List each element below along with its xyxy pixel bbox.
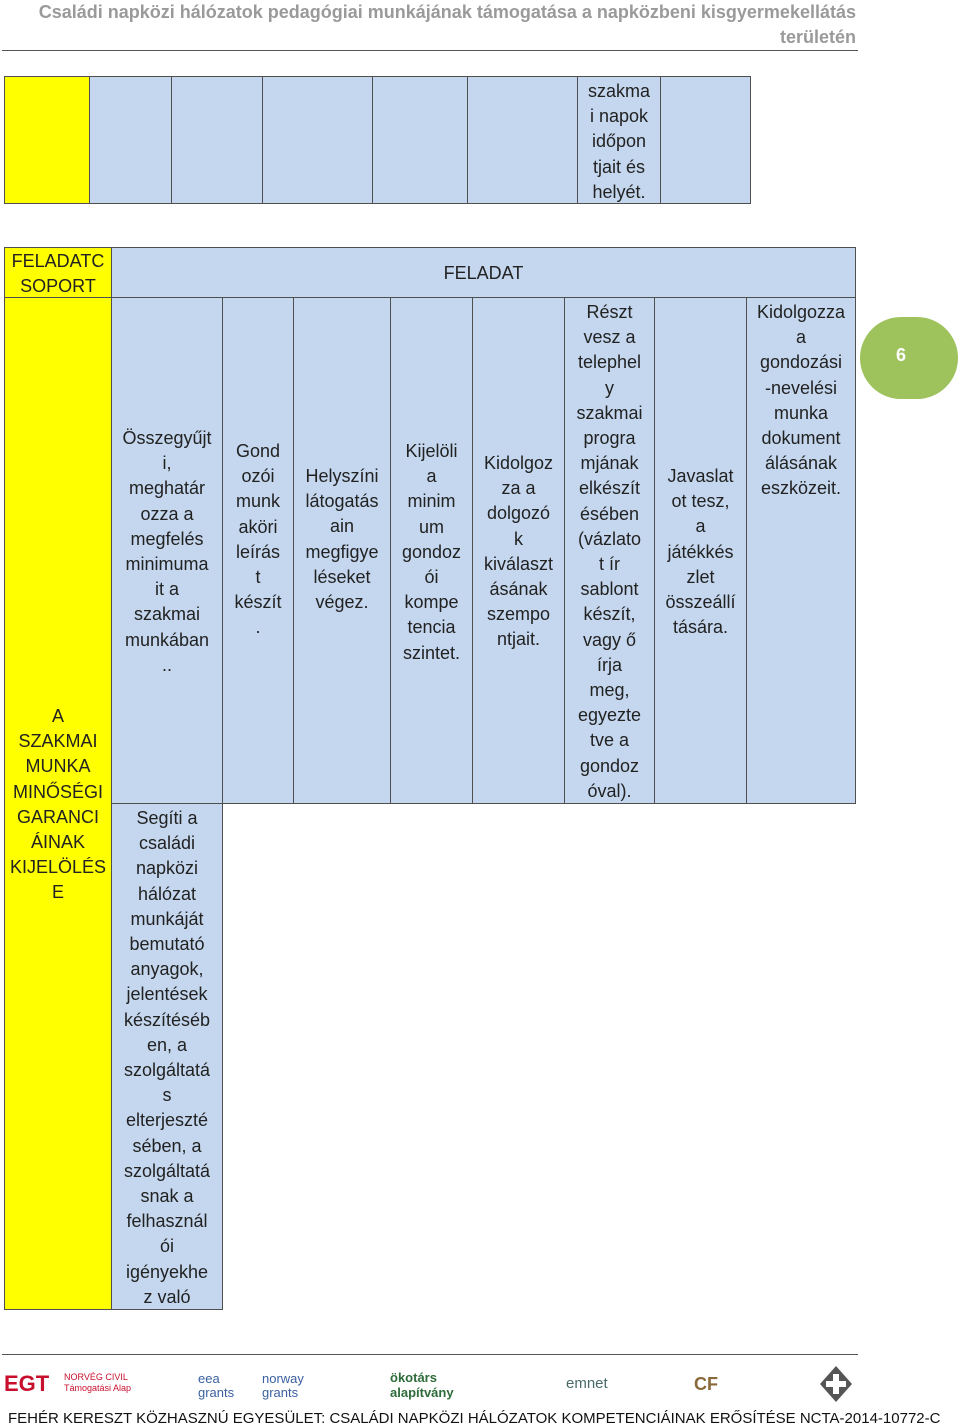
top-cell-5 <box>372 76 468 204</box>
top-cell-7: szakma i napok időpon tjait és helyét. <box>577 76 661 204</box>
footer-text: FEHÉR KERESZT KÖZHASZNÚ EGYESÜLET: CSALÁ… <box>8 1410 941 1427</box>
task-header: FELADAT <box>111 247 856 298</box>
task-cell-5: Kidolgoz za a dolgozó k kiválaszt ásának… <box>472 297 565 804</box>
task-cell-1: Összegyűjt i, meghatár ozza a megfelés m… <box>111 297 223 804</box>
group-header: FELADATC SOPORT <box>4 247 112 298</box>
norway-grants-logo: norway grants <box>262 1371 304 1400</box>
top-cell-2 <box>89 76 172 204</box>
okotars-logo: ökotárs alapítvány <box>390 1370 454 1400</box>
eea-grants-logo: eea grants <box>198 1371 235 1400</box>
task-cell-8: Kidolgozza a gondozási -nevelési munka d… <box>746 297 856 804</box>
norveg-civil-logo: NORVÉG CIVIL Támogatási Alap <box>64 1372 132 1393</box>
task-cell-7: Javaslat ot tesz, a játékkés zlet összeá… <box>654 297 747 804</box>
top-cell-3 <box>171 76 263 204</box>
top-cell-8 <box>660 76 751 204</box>
page-number-badge: 6 <box>860 317 958 399</box>
egt-logo: EGT <box>4 1371 50 1396</box>
top-cell-4 <box>262 76 373 204</box>
top-cell-6 <box>467 76 578 204</box>
footer-divider <box>2 1354 858 1355</box>
cross-emblem-icon <box>818 1364 854 1404</box>
task-cell-2: Gond ozói munk aköri leírás t készít . <box>222 297 294 804</box>
header-title: Családi napközi hálózatok pedagógiai mun… <box>38 2 856 47</box>
task-cell-6: Részt vesz a telephel y szakmai progra m… <box>564 297 655 804</box>
cf-logo: CF <box>694 1374 718 1394</box>
emnet-logo: emnet <box>566 1375 608 1392</box>
task-cell-3: Helyszíni látogatás ain megfigye léseket… <box>293 297 391 804</box>
top-cell-1 <box>4 76 90 204</box>
task-cell-1b: Segíti a családi napközi hálózat munkájá… <box>111 803 223 1310</box>
header-divider <box>2 50 858 51</box>
task-cell-4: Kijelöli a minim um gondoz ói kompe tenc… <box>390 297 473 804</box>
group-label: A SZAKMAI MUNKA MINŐSÉGI GARANCI ÁINAK K… <box>4 297 112 1310</box>
page-number: 6 <box>896 345 907 365</box>
